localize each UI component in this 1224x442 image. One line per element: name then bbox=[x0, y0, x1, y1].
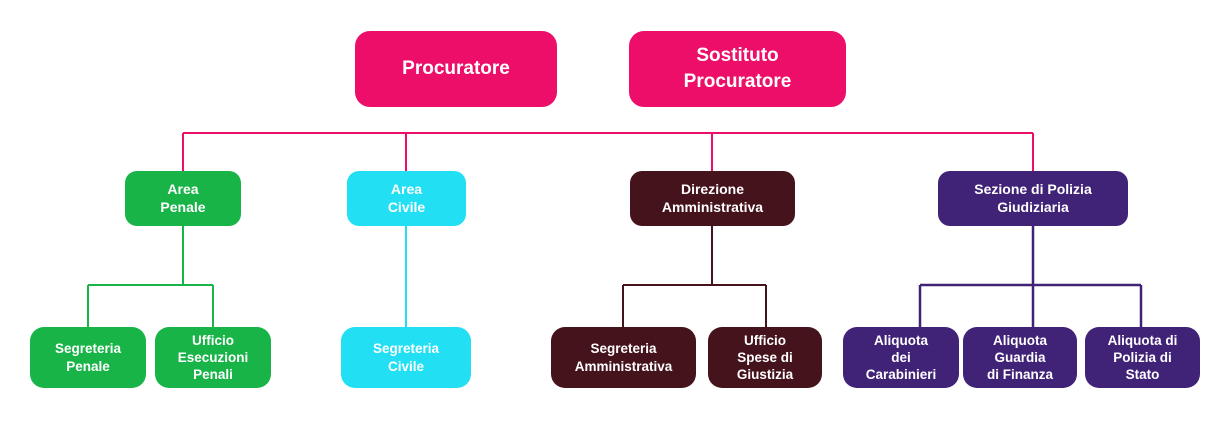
connector-sezione bbox=[918, 226, 1143, 327]
node-segreteria-amministrativa: Segreteria Amministrativa bbox=[551, 327, 696, 388]
node-area-penale: Area Penale bbox=[125, 171, 241, 226]
connector-direzione bbox=[622, 226, 767, 327]
node-ufficio-spese-giustizia: Ufficio Spese di Giustizia bbox=[708, 327, 822, 388]
node-segreteria-civile: Segreteria Civile bbox=[341, 327, 471, 388]
node-sostituto-procuratore: Sostituto Procuratore bbox=[629, 31, 846, 107]
node-ufficio-esecuzioni-penali: Ufficio Esecuzioni Penali bbox=[155, 327, 271, 388]
node-aliquota-carabinieri: Aliquota dei Carabinieri bbox=[843, 327, 959, 388]
node-sezione-polizia-giudiziaria: Sezione di Polizia Giudiziaria bbox=[938, 171, 1128, 226]
node-aliquota-polizia-stato: Aliquota di Polizia di Stato bbox=[1085, 327, 1200, 388]
connector-root-level bbox=[182, 132, 1034, 171]
node-area-civile: Area Civile bbox=[347, 171, 466, 226]
node-aliquota-guardia-finanza: Aliquota Guardia di Finanza bbox=[963, 327, 1077, 388]
node-segreteria-penale: Segreteria Penale bbox=[30, 327, 146, 388]
node-direzione-amministrativa: Direzione Amministrativa bbox=[630, 171, 795, 226]
connector-area-penale bbox=[87, 226, 214, 327]
node-procuratore: Procuratore bbox=[355, 31, 557, 107]
